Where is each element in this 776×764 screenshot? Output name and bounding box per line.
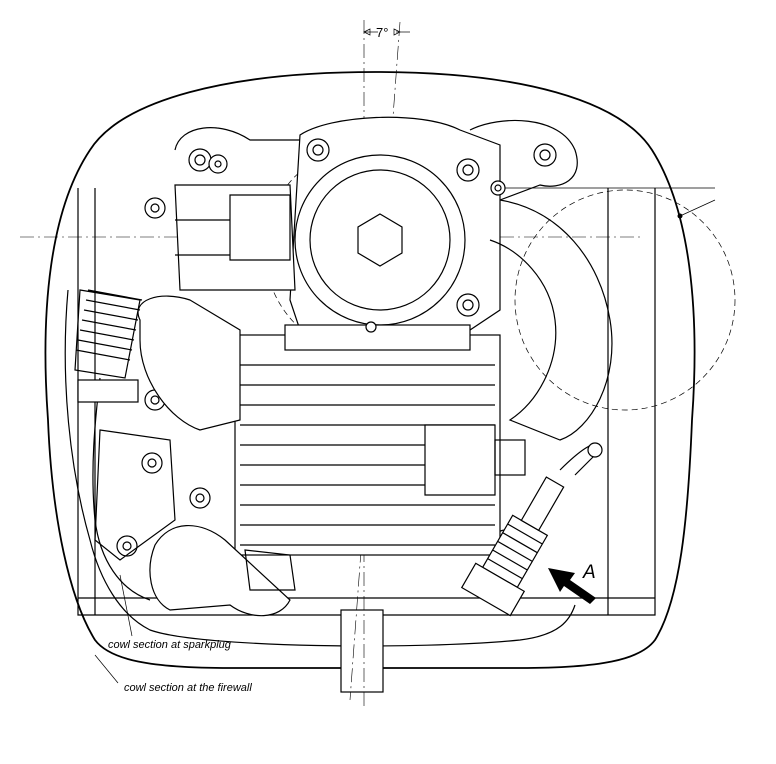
axis-center-mark <box>365 321 377 333</box>
upper-mount-plate <box>174 119 578 201</box>
leader-firewall <box>94 654 119 684</box>
bottom-plug-boot <box>149 525 291 617</box>
leader-sparkplug <box>119 574 133 637</box>
prop-hub-inner <box>309 169 451 311</box>
carb-dash-line <box>500 187 716 217</box>
left-lower-bracket <box>94 429 176 561</box>
right-sparkplug <box>460 476 565 617</box>
shaft-stub <box>340 609 384 693</box>
bottom-plug-hex <box>244 549 296 591</box>
right-plug-clip <box>587 442 603 458</box>
carburetor-detail <box>175 194 291 261</box>
left-cover <box>137 295 241 431</box>
exhaust-flange <box>494 439 526 476</box>
cowl-firewall-label: cowl section at the firewall <box>124 682 252 694</box>
prop-hex-nut <box>357 213 403 267</box>
cowl-outline-sparkplug <box>64 289 576 647</box>
left-plug-wire <box>92 377 151 601</box>
angle-dim-arrow-left <box>363 28 371 36</box>
cowl-sparkplug-label: cowl section at sparkplug <box>108 639 232 651</box>
angle-label: 7° <box>376 25 388 40</box>
carb-intake-circle <box>514 189 736 411</box>
view-marker-label: A <box>582 562 596 583</box>
left-sparkplug-spring <box>74 289 143 379</box>
angle-dim-arrow-right <box>393 28 401 36</box>
view-arrow <box>548 568 596 604</box>
cylinder-head-top <box>284 324 471 351</box>
left-plug-nut <box>77 379 139 403</box>
exhaust-port <box>424 424 496 496</box>
carburetor <box>174 184 296 291</box>
intake-manifold <box>489 199 613 441</box>
